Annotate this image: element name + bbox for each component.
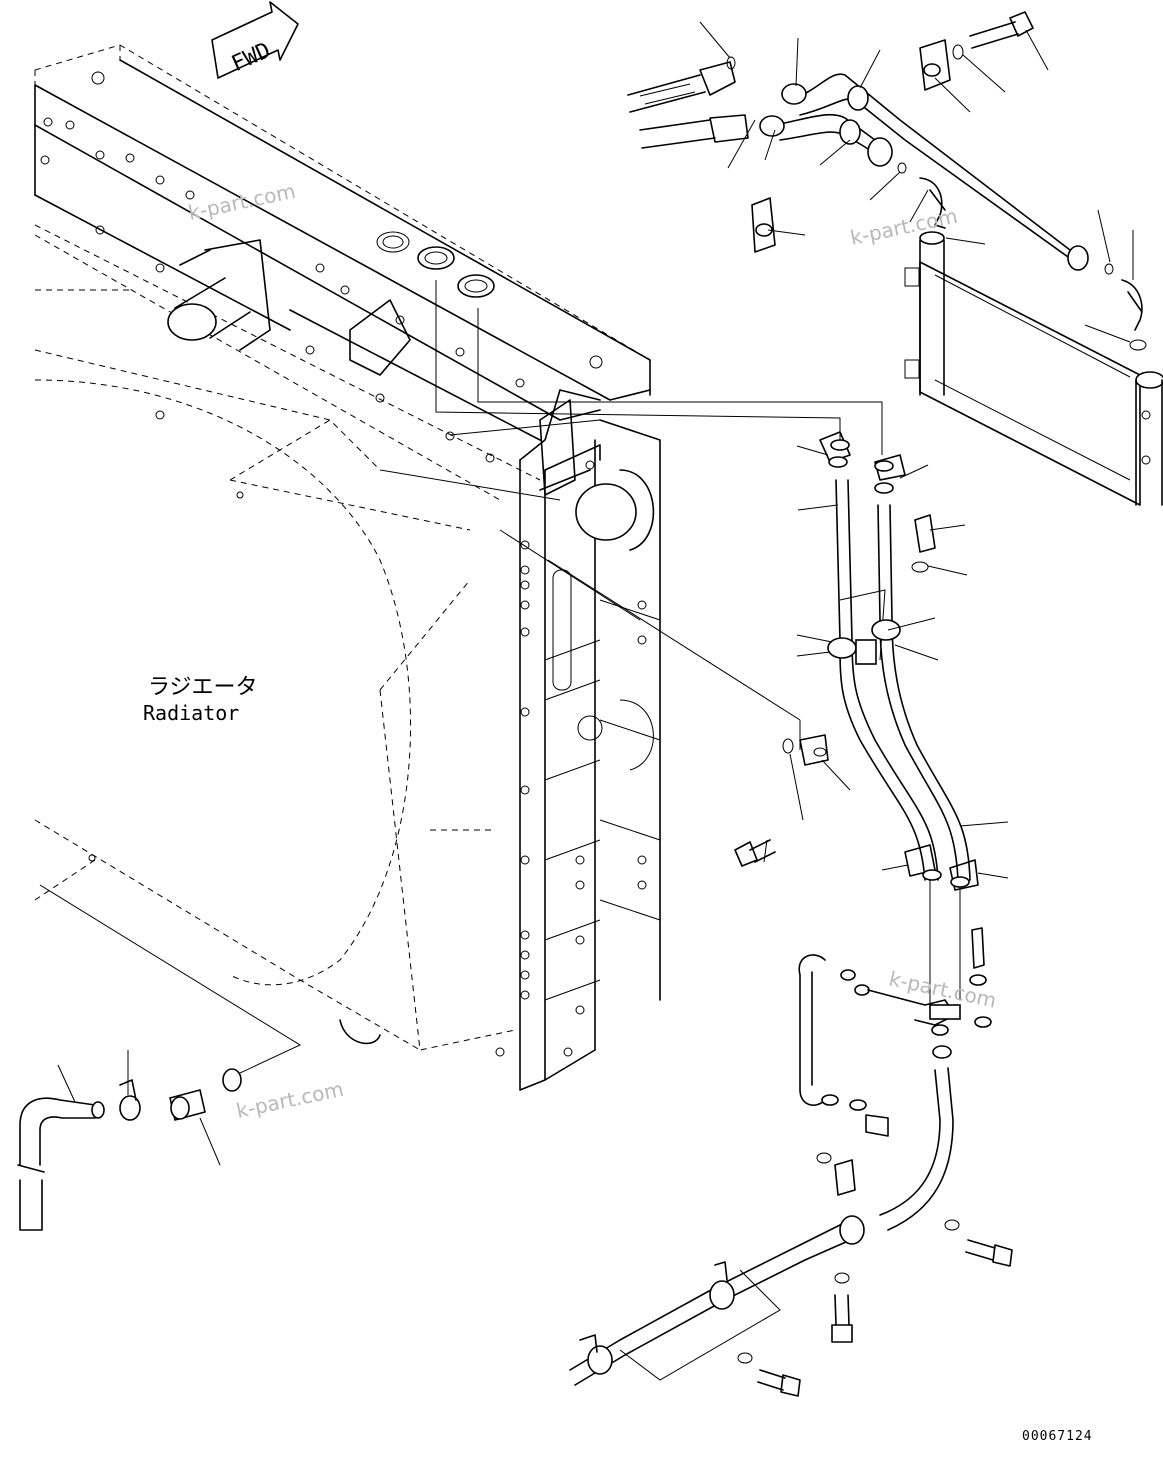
fitting-nut-1: [781, 83, 807, 105]
leader-lines: [57, 21, 1134, 1166]
center-tube-assembly: [734, 431, 979, 891]
fitting-nut-2: [759, 115, 785, 137]
grommet-2: [871, 619, 901, 641]
elbow-1: [919, 177, 946, 229]
top-hose-assembly: [627, 11, 1147, 351]
bolt-center: [734, 738, 794, 867]
fwd-arrow: FWD: [211, 1, 299, 79]
radiator-inlet-pipe: [167, 239, 271, 351]
side-panel: [495, 389, 661, 1091]
rail-bracket: [349, 299, 411, 376]
radiator-label-jp: ラジエータ: [148, 675, 258, 700]
tube-clamp-plate: [855, 639, 877, 665]
drain-plug: [222, 1068, 242, 1092]
lower-hose-assembly: [569, 927, 1013, 1397]
hose-clamp-5: [119, 1095, 141, 1121]
connection-lines: [39, 280, 961, 1081]
pipe-clamp-3: [587, 1345, 613, 1375]
oil-cooler: [904, 231, 1163, 506]
fitting-nut-3: [867, 137, 893, 167]
radiator-label-en: Radiator: [143, 701, 239, 725]
watermark-4: k-part.com: [234, 1077, 346, 1123]
clamp-bracket-left: [751, 197, 776, 253]
bottom-left-hose: [17, 1068, 242, 1231]
fwd-label: FWD: [228, 38, 274, 77]
panel-bracket-top: [539, 399, 576, 496]
grommet-1: [827, 637, 857, 659]
fitting-nut-4: [1067, 245, 1089, 271]
rail-bolts: [40, 71, 603, 499]
drawing-code: 00067124: [1022, 1429, 1093, 1444]
radiator-outlet-port: [575, 483, 637, 541]
hose-lower: [639, 119, 716, 149]
hose-upper: [627, 74, 706, 113]
clamp-bracket-top: [919, 39, 951, 91]
panel-bolts: [495, 460, 647, 1057]
filler-cap-1: [376, 231, 410, 253]
filler-cap-2: [417, 246, 455, 270]
top-rail: [34, 59, 651, 499]
watermark-2: k-part.com: [848, 204, 960, 250]
radiator-label: ラジエータ Radiator: [143, 675, 258, 725]
pipe-clamp-2: [709, 1280, 735, 1310]
hose-clamp-2: [874, 454, 906, 481]
pipe-clamp-1: [839, 1215, 865, 1245]
watermark-1: k-part.com: [186, 179, 298, 225]
bolt-top: [952, 11, 1034, 60]
radiator-frame: [34, 44, 651, 1051]
elbow-2: [1121, 279, 1143, 331]
tee-fitting: [929, 1004, 961, 1020]
filler-cap-3: [457, 274, 495, 298]
tube-bracket: [799, 734, 829, 766]
